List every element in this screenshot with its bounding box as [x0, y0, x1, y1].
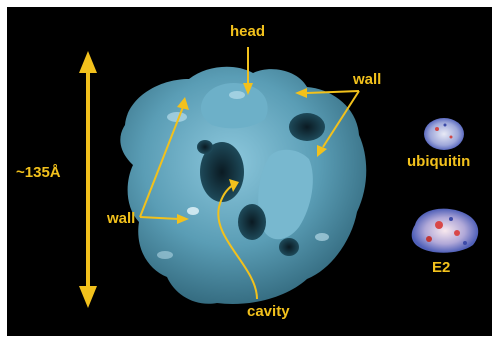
figure-frame: ~135Å head wall wall cavity ubiquitin E2: [7, 7, 492, 336]
ubiquitin-model: [424, 118, 464, 150]
size-label: ~135Å: [16, 164, 61, 181]
ubiquitin-label: ubiquitin: [407, 153, 470, 170]
wall-left-label: wall: [107, 210, 135, 227]
complex-density-map: [120, 67, 366, 304]
wall-top-label: wall: [353, 71, 381, 88]
cavity-label: cavity: [247, 303, 290, 320]
size-arrow: [79, 51, 97, 308]
head-label: head: [230, 23, 265, 40]
e2-model: [412, 209, 479, 253]
figure-artwork: [7, 7, 492, 336]
e2-label: E2: [432, 259, 450, 276]
